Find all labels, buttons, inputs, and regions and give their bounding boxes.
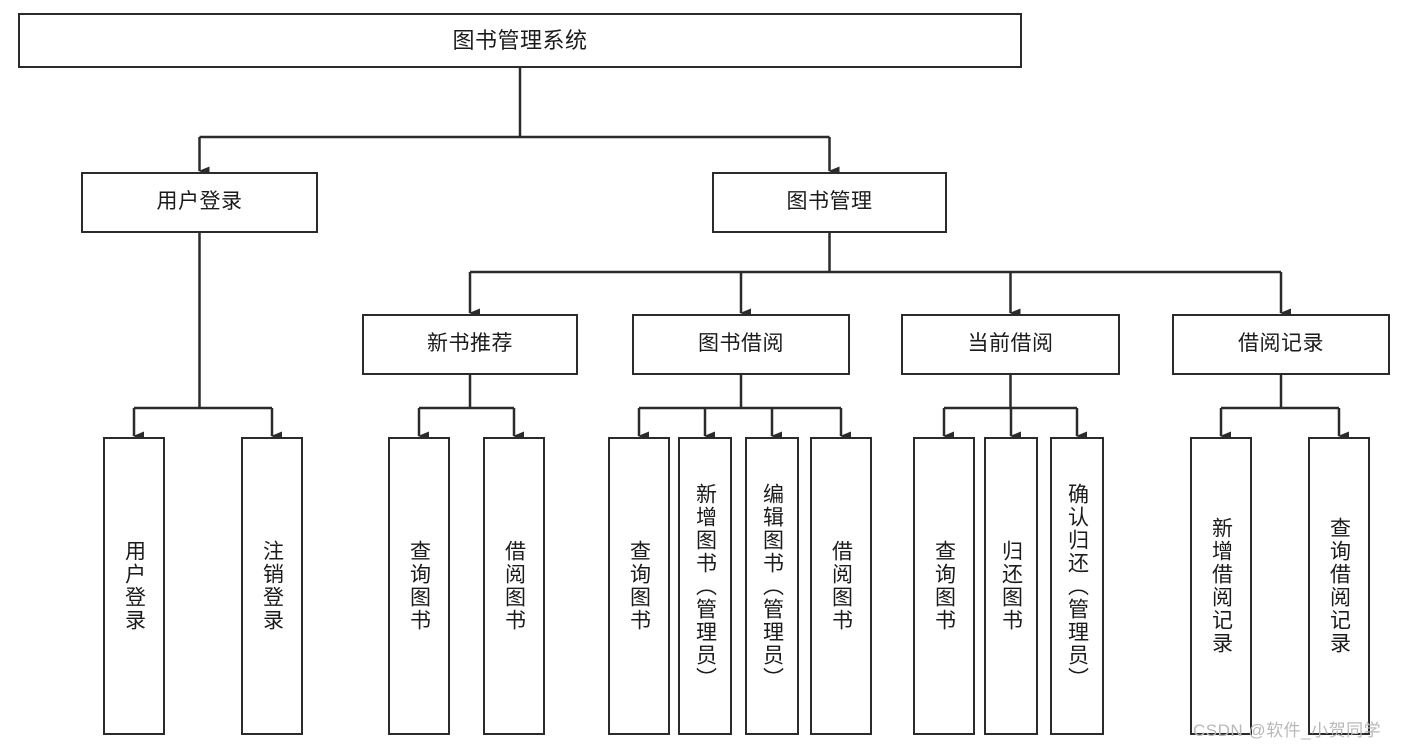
connector-lines — [132, 68, 1349, 441]
node-current_borrow[interactable]: 当前借阅 — [901, 314, 1120, 375]
node-leaf_query_record[interactable]: 查询借阅记录 — [1308, 437, 1370, 735]
node-leaf_return_book[interactable]: 归还图书 — [984, 437, 1038, 735]
node-label: 新增图书（管理员） — [693, 482, 717, 690]
node-leaf_query_book_3[interactable]: 查询图书 — [913, 437, 975, 735]
node-leaf_borrow_book_2[interactable]: 借阅图书 — [810, 437, 872, 735]
node-label: 借阅图书 — [829, 540, 853, 632]
node-leaf_borrow_book_1[interactable]: 借阅图书 — [483, 437, 545, 735]
node-label: 编辑图书（管理员） — [760, 482, 784, 690]
node-label: 借阅记录 — [1238, 332, 1324, 356]
node-book_borrow[interactable]: 图书借阅 — [632, 314, 850, 375]
node-label: 注销登录 — [260, 540, 284, 632]
node-user_login[interactable]: 用户登录 — [81, 172, 318, 233]
node-leaf_edit_book[interactable]: 编辑图书（管理员） — [745, 437, 799, 735]
node-label: 借阅图书 — [502, 540, 526, 632]
node-label: 新书推荐 — [427, 332, 513, 356]
node-label: 查询图书 — [407, 540, 431, 632]
node-root[interactable]: 图书管理系统 — [18, 13, 1022, 68]
node-label: 确认归还（管理员） — [1065, 482, 1089, 690]
node-label: 图书管理 — [786, 190, 873, 214]
node-label: 查询借阅记录 — [1327, 517, 1351, 655]
node-borrow_record[interactable]: 借阅记录 — [1172, 314, 1390, 375]
node-label: 用户登录 — [156, 190, 243, 214]
node-label: 查询图书 — [932, 540, 956, 632]
node-leaf_logout[interactable]: 注销登录 — [241, 437, 303, 735]
node-label: 新增借阅记录 — [1209, 517, 1233, 655]
node-label: 归还图书 — [999, 540, 1023, 632]
node-label: 查询图书 — [627, 540, 651, 632]
node-leaf_user_login[interactable]: 用户登录 — [103, 437, 165, 735]
node-new_book_rec[interactable]: 新书推荐 — [362, 314, 578, 375]
node-leaf_add_book[interactable]: 新增图书（管理员） — [678, 437, 732, 735]
node-book_manage[interactable]: 图书管理 — [712, 172, 947, 233]
node-leaf_query_book_1[interactable]: 查询图书 — [388, 437, 450, 735]
node-label: 图书管理系统 — [452, 27, 588, 53]
node-label: 用户登录 — [122, 540, 146, 632]
node-leaf_add_record[interactable]: 新增借阅记录 — [1190, 437, 1252, 735]
node-label: 当前借阅 — [967, 332, 1054, 356]
node-label: 图书借阅 — [698, 332, 784, 356]
node-leaf_query_book_2[interactable]: 查询图书 — [608, 437, 670, 735]
node-leaf_confirm_return[interactable]: 确认归还（管理员） — [1050, 437, 1104, 735]
